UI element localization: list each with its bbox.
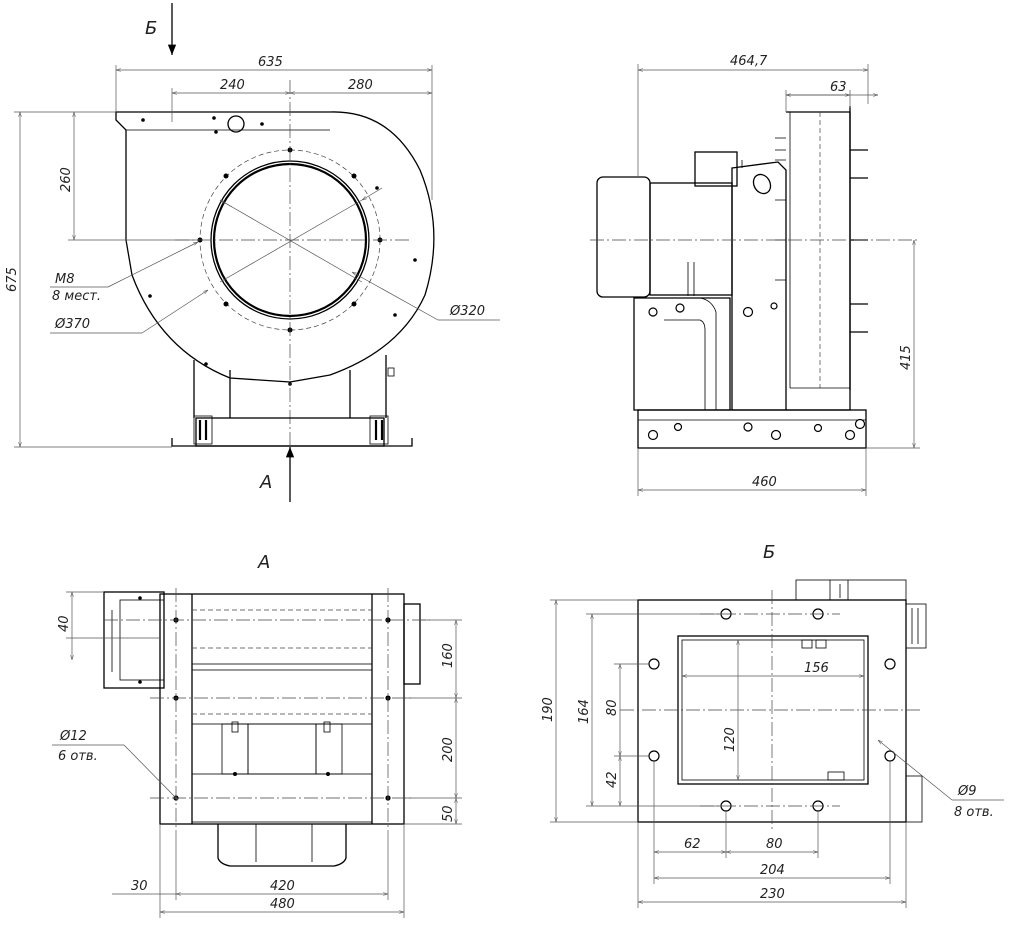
dim-a-w-inner: 420: [270, 879, 295, 894]
dim-width-total: 635: [258, 55, 283, 70]
dim-b-w-holes: 204: [760, 863, 785, 878]
callout-inlet-dia: Ø320: [449, 304, 485, 319]
dim-b-w-b: 80: [766, 837, 783, 852]
dim-a-h1: 160: [441, 643, 456, 668]
scroll-housing: [786, 111, 851, 411]
dim-a-h3: 50: [441, 805, 456, 822]
dim-b-w-a: 62: [684, 837, 701, 852]
base-frame-plan: [159, 593, 405, 825]
terminal-box: [694, 151, 738, 187]
side-plate: [731, 161, 787, 411]
callout-bolt-circle: Ø370: [54, 317, 90, 332]
dim-depth-total: 464,7: [730, 54, 768, 69]
dim-shaft-height: 415: [899, 345, 914, 370]
dim-a-w-outer: 480: [270, 897, 295, 912]
callout-b-hole-dia: Ø9: [957, 784, 977, 799]
side-view: 464,7 63 415 460: [590, 54, 920, 496]
callout-thread-qty: 8 мест.: [52, 289, 101, 304]
callout-a-hole-dia: Ø12: [59, 729, 87, 744]
dim-right: 280: [348, 78, 373, 93]
view-a: A: [52, 552, 462, 918]
dim-a-top-offset: 40: [57, 615, 72, 632]
dim-b-w-open: 156: [804, 661, 829, 676]
view-a-arrow-label: A: [259, 472, 272, 493]
dim-b-h-open: 120: [723, 727, 738, 752]
fan-housing: [115, 111, 435, 383]
view-b: Б 190 164: [541, 542, 1004, 908]
side-base: [637, 409, 867, 449]
dim-a-edge: 30: [131, 879, 148, 894]
callout-thread: M8: [55, 272, 75, 287]
motor-body: [596, 176, 651, 298]
callout-b-hole-qty: 8 отв.: [954, 805, 994, 820]
dim-a-h2: 200: [441, 737, 456, 762]
dim-left: 240: [220, 78, 245, 93]
dim-height-total: 675: [5, 267, 20, 292]
motor-underside: [217, 824, 347, 867]
dim-b-h-outer: 190: [541, 697, 556, 722]
outlet-opening: [677, 635, 869, 785]
dim-b-w-outer: 230: [760, 887, 785, 902]
view-b-title: Б: [763, 542, 775, 563]
dim-b-h-a: 80: [605, 699, 620, 716]
dim-b-h-holes: 164: [577, 699, 592, 724]
callout-a-hole-qty: 6 отв.: [58, 749, 98, 764]
dim-b-h-b: 42: [605, 771, 620, 788]
view-a-title: A: [257, 552, 270, 573]
dim-base: 460: [752, 475, 777, 490]
dim-height-top: 260: [59, 167, 74, 192]
view-b-arrow-label: Б: [145, 18, 157, 39]
lifting-hole: [227, 115, 245, 133]
dim-flange: 63: [830, 80, 847, 95]
front-view: Б: [5, 3, 500, 502]
